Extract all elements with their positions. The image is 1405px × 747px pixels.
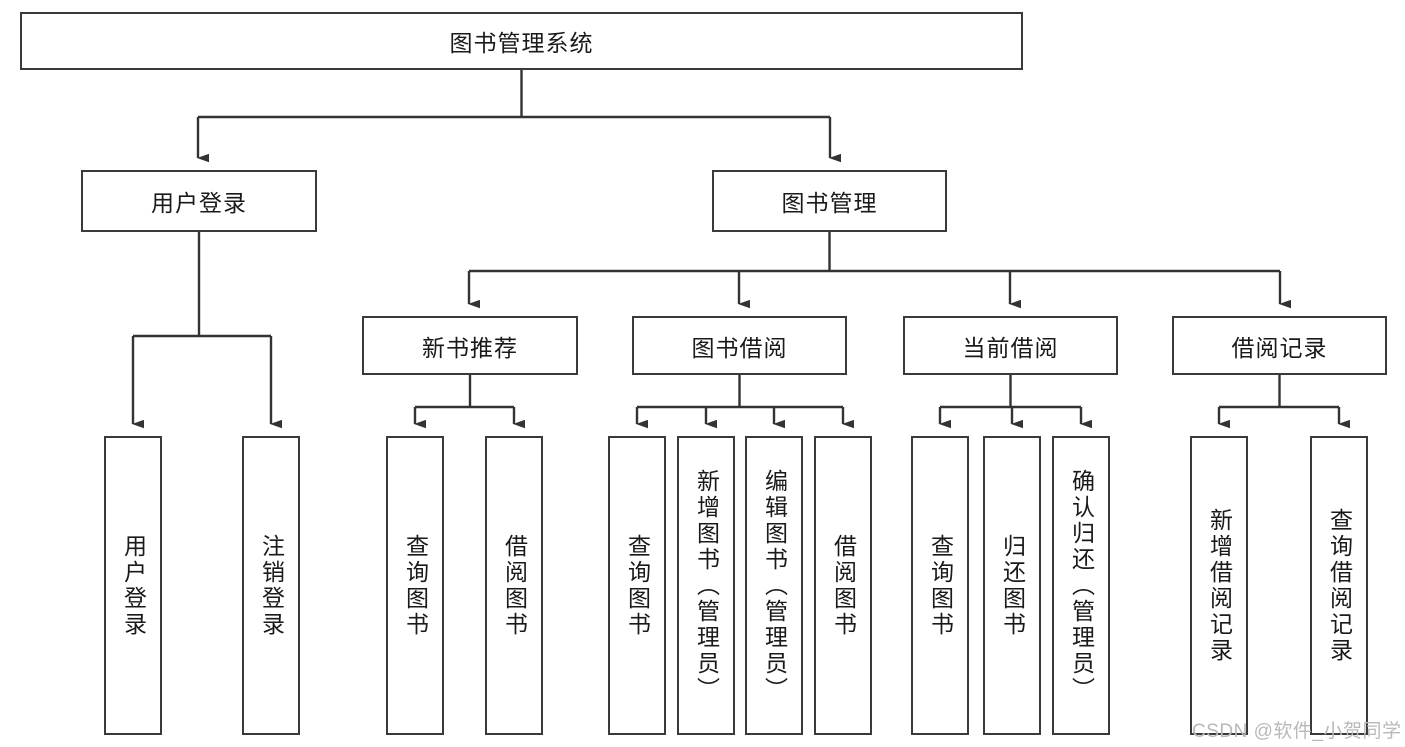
node-leaf-return-book-label: 归还图书 [999, 533, 1026, 638]
node-leaf-add-book-admin-label: 新增图书（管理员） [693, 468, 720, 703]
node-leaf-add-borrow-record[interactable]: 新增借阅记录 [1190, 436, 1248, 735]
node-leaf-add-borrow-record-label: 新增借阅记录 [1206, 507, 1233, 664]
node-leaf-query-borrow-record-label: 查询借阅记录 [1326, 507, 1353, 664]
node-borrow-record-label: 借阅记录 [1231, 334, 1328, 361]
node-leaf-borrow-book-rec[interactable]: 借阅图书 [485, 436, 543, 735]
node-leaf-logout-label: 注销登录 [258, 533, 285, 638]
node-root-label: 图书管理系统 [449, 30, 594, 56]
node-book-borrow-label: 图书借阅 [691, 334, 788, 361]
node-new-book-recommend-label: 新书推荐 [422, 334, 518, 361]
node-leaf-query-book-bor-label: 查询图书 [624, 533, 651, 638]
node-leaf-query-book-bor[interactable]: 查询图书 [608, 436, 666, 735]
node-leaf-confirm-return-admin[interactable]: 确认归还（管理员） [1052, 436, 1110, 735]
node-user-login-label: 用户登录 [151, 190, 247, 216]
node-user-login[interactable]: 用户登录 [81, 170, 317, 232]
node-leaf-return-book[interactable]: 归还图书 [983, 436, 1041, 735]
node-leaf-query-book-cur-label: 查询图书 [927, 533, 954, 638]
node-book-manage-label: 图书管理 [781, 190, 878, 216]
node-root[interactable]: 图书管理系统 [20, 12, 1023, 70]
node-leaf-add-book-admin[interactable]: 新增图书（管理员） [677, 436, 735, 735]
node-leaf-edit-book-admin[interactable]: 编辑图书（管理员） [745, 436, 803, 735]
node-leaf-query-borrow-record[interactable]: 查询借阅记录 [1310, 436, 1368, 735]
csdn-watermark: CSDN @软件_小贺同学 [1192, 721, 1402, 742]
node-leaf-user-login[interactable]: 用户登录 [104, 436, 162, 735]
node-leaf-query-book-rec[interactable]: 查询图书 [386, 436, 444, 735]
node-leaf-edit-book-admin-label: 编辑图书（管理员） [761, 468, 788, 703]
node-leaf-borrow-book-rec-label: 借阅图书 [501, 533, 528, 638]
node-leaf-user-login-label: 用户登录 [120, 533, 147, 638]
node-leaf-query-book-cur[interactable]: 查询图书 [911, 436, 969, 735]
node-leaf-borrow-book-bor[interactable]: 借阅图书 [814, 436, 872, 735]
node-leaf-query-book-rec-label: 查询图书 [402, 533, 429, 638]
node-new-book-recommend[interactable]: 新书推荐 [362, 316, 578, 375]
node-borrow-record[interactable]: 借阅记录 [1172, 316, 1387, 375]
node-leaf-borrow-book-bor-label: 借阅图书 [830, 533, 857, 638]
node-current-borrow[interactable]: 当前借阅 [903, 316, 1118, 375]
node-book-manage[interactable]: 图书管理 [712, 170, 947, 232]
node-leaf-confirm-return-admin-label: 确认归还（管理员） [1068, 468, 1095, 703]
node-leaf-logout[interactable]: 注销登录 [242, 436, 300, 735]
node-book-borrow[interactable]: 图书借阅 [632, 316, 847, 375]
node-current-borrow-label: 当前借阅 [962, 334, 1059, 361]
